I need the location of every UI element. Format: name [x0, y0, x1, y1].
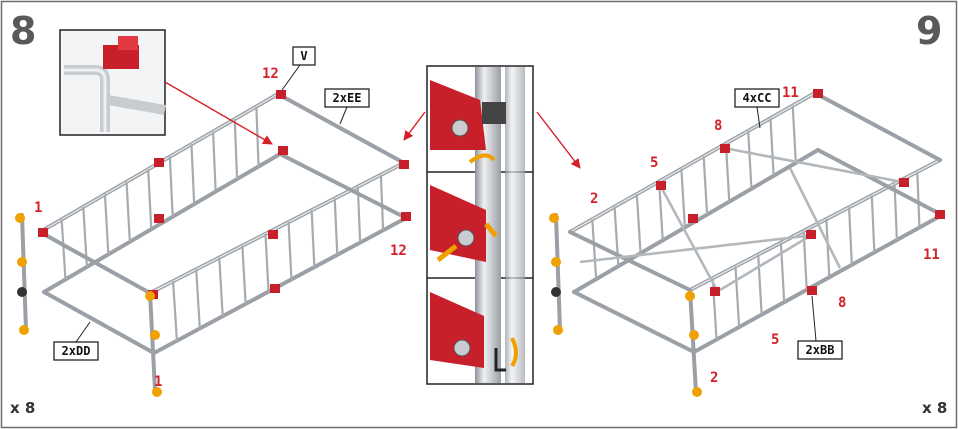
callout-8-bottom: 8 — [838, 295, 846, 311]
callout-2-bottom: 2 — [710, 370, 718, 386]
label-4xcc: 4xCC — [743, 91, 772, 105]
step9-frame — [549, 89, 945, 397]
clamp-detail-panels — [426, 65, 534, 385]
ladder-rung — [310, 210, 316, 268]
ladder-rung — [791, 105, 797, 163]
callout-8-top: 8 — [714, 118, 722, 134]
ladder-rung — [255, 106, 260, 167]
step8-front-ladder — [148, 161, 408, 355]
ladder-rung — [916, 171, 921, 228]
step8-end-rail-ee-bottom — [278, 152, 408, 220]
ladder-rung — [702, 156, 709, 215]
ladder-rung — [333, 198, 339, 255]
ladder-rung — [825, 219, 831, 278]
count-left: x 8 — [10, 399, 35, 417]
callout-12-right: 12 — [390, 243, 407, 259]
press-arrow-icon — [436, 244, 458, 262]
ladder-rung — [724, 143, 731, 202]
ladder-rung — [190, 144, 196, 205]
pointer-arrow-icon — [164, 81, 273, 145]
step9-diagonal-braces — [579, 146, 903, 293]
ladder-rung — [747, 130, 753, 189]
step8-end-rail-ee-top — [276, 92, 406, 165]
ladder-rung — [211, 131, 217, 192]
ladder-rung — [757, 254, 763, 315]
step-number-9: 9 — [916, 9, 942, 53]
ladder-rung — [218, 257, 224, 317]
ladder-rung — [125, 181, 131, 242]
label-box-bb — [797, 340, 843, 360]
step8-casters — [15, 213, 162, 397]
ladder-rung — [657, 181, 664, 241]
callout-12-top: 12 — [262, 66, 279, 82]
zoom-detail-icon — [59, 29, 166, 136]
ladder-rung — [171, 281, 179, 341]
callout-5-bottom: 5 — [771, 332, 779, 348]
ladder-rung — [734, 266, 741, 328]
step8-frame — [15, 90, 411, 397]
ladder-rung — [680, 168, 687, 228]
ladder-rung — [591, 219, 598, 280]
ladder-rung — [168, 156, 174, 217]
clamp-detail-icon — [430, 185, 498, 262]
callout-1-bottom: 1 — [154, 374, 162, 390]
callout-11-right: 11 — [923, 247, 940, 263]
step8-end-rail-dd-top — [38, 230, 152, 295]
ladder-rung — [233, 119, 239, 180]
step9-back-ladder — [568, 91, 820, 294]
clamp-detail-icon — [430, 292, 518, 372]
count-right: x 8 — [922, 399, 947, 417]
ladder-rung — [195, 269, 201, 329]
clamp-detail-icon — [430, 80, 506, 164]
step8-end-rail-dd-bottom — [42, 290, 156, 355]
label-2xbb: 2xBB — [806, 343, 835, 357]
label-box-v — [292, 46, 316, 66]
ladder-rung — [103, 194, 110, 255]
callout-11-top: 11 — [782, 85, 799, 101]
callout-1-left: 1 — [34, 200, 42, 216]
ladder-rung — [264, 233, 270, 292]
ladder-rung — [769, 118, 775, 176]
callout-2-left: 2 — [590, 191, 598, 207]
label-v: V — [300, 49, 307, 63]
label-2xdd: 2xDD — [62, 344, 91, 358]
ladder-rung — [635, 194, 642, 254]
step9-casters — [549, 213, 702, 397]
callout-5-top: 5 — [650, 155, 658, 171]
ladder-rung — [287, 222, 293, 280]
ladder-rung — [147, 169, 153, 230]
label-2xee: 2xEE — [333, 91, 362, 105]
step8-back-ladder — [38, 92, 282, 294]
ladder-rung — [847, 207, 853, 265]
pointer-arrow-icon — [403, 111, 426, 141]
pointer-arrow-icon — [536, 111, 581, 169]
ladder-rung — [60, 219, 67, 280]
ladder-rung — [893, 183, 899, 240]
ladder-rung — [870, 195, 876, 253]
ladder-rung — [241, 245, 247, 304]
ladder-rung — [379, 174, 385, 231]
rotate-arrow-icon — [510, 337, 518, 368]
press-arrow-icon — [484, 222, 498, 238]
step-number-8: 8 — [10, 9, 36, 53]
